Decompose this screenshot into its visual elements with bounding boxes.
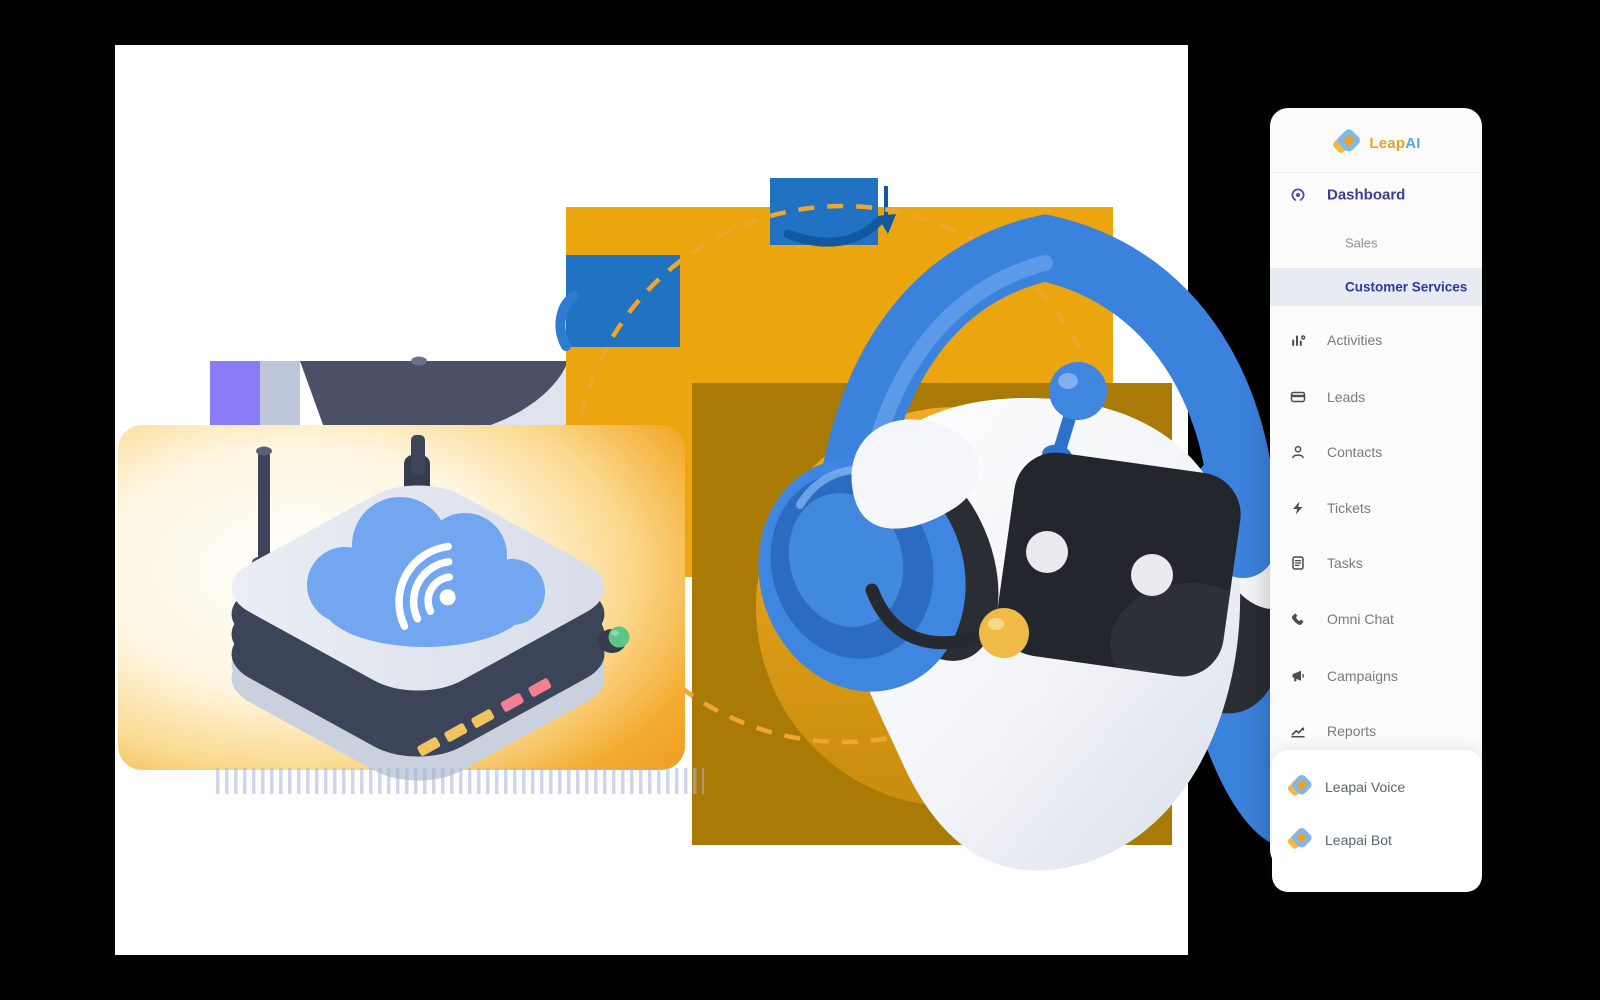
microphone-boom — [865, 583, 1029, 658]
antenna-right — [411, 435, 425, 475]
leapai-diamond-icon — [1333, 129, 1361, 153]
sidebar-item-label: Tasks — [1327, 555, 1363, 571]
router-led-lights — [417, 678, 552, 756]
sidebar-item-tickets[interactable]: Tickets — [1270, 493, 1482, 523]
sidebar-item-reports[interactable]: Reports — [1270, 716, 1482, 746]
sidebar-item-label: Customer Services — [1345, 279, 1468, 295]
trend-chart-icon — [1291, 727, 1305, 738]
sidebar-item-label: Omni Chat — [1327, 611, 1394, 627]
phone-handset-icon — [1292, 613, 1304, 625]
sidebar-item-contacts[interactable]: Contacts — [1270, 437, 1482, 467]
funnel-highlight-wedge — [462, 361, 568, 433]
leapai-diamond-icon — [1287, 827, 1312, 849]
sidebar-item-label: Sales — [1345, 235, 1378, 251]
sidebar-products-card: Leapai Voice Leapai Bot — [1272, 750, 1482, 892]
curved-arrow-icon — [783, 217, 883, 247]
left-ear-bracket — [851, 419, 980, 529]
grey-band — [260, 361, 300, 433]
arrow-head-icon — [877, 214, 896, 234]
sidebar-item-customer-services[interactable]: Customer Services — [1270, 268, 1482, 306]
sidebar-item-label: Leads — [1327, 389, 1366, 405]
sidebar-item-label: Campaigns — [1327, 668, 1398, 684]
person-icon — [1292, 445, 1304, 459]
left-eye — [1026, 531, 1068, 573]
striped-shadow — [212, 768, 704, 794]
router-power-button — [598, 626, 630, 653]
sidebar-item-label: Leapai Voice — [1325, 779, 1406, 795]
sidebar-item-leapai-bot[interactable]: Leapai Bot — [1272, 823, 1482, 857]
sidebar-item-label: Activities — [1327, 332, 1383, 348]
call-box — [566, 255, 680, 347]
megaphone-icon — [1292, 670, 1304, 682]
cloud-wifi-icon — [307, 497, 545, 647]
sidebar-item-leapai-voice[interactable]: Leapai Voice — [1272, 770, 1482, 804]
right-eye — [1131, 554, 1173, 596]
sidebar-divider — [1270, 172, 1482, 173]
gauge-icon — [1291, 188, 1305, 202]
sidebar-item-sales[interactable]: Sales — [1270, 228, 1482, 258]
microphone-tip — [979, 608, 1029, 658]
purple-block — [210, 361, 262, 433]
app-sidebar: LeapAI Dashboard Sales Customer Services… — [1270, 108, 1482, 868]
sidebar-item-campaigns[interactable]: Campaigns — [1270, 661, 1482, 691]
antenna-left — [258, 450, 270, 570]
sidebar-item-label: Leapai Bot — [1325, 832, 1392, 848]
sidebar-item-label: Dashboard — [1327, 186, 1406, 204]
sidebar-item-dashboard[interactable]: Dashboard — [1270, 180, 1482, 210]
sidebar-item-label: Reports — [1327, 723, 1377, 739]
sidebar-item-tasks[interactable]: Tasks — [1270, 548, 1482, 578]
sidebar-item-label: Contacts — [1327, 444, 1383, 460]
leapai-diamond-icon — [1287, 774, 1312, 796]
bar-chart-icon — [1292, 335, 1306, 346]
antenna-cap-nub — [411, 356, 427, 366]
brand-logo: LeapAI — [1270, 120, 1482, 166]
cable-hook-icon — [555, 291, 579, 351]
sidebar-item-leads[interactable]: Leads — [1270, 382, 1482, 412]
sidebar-item-label: Tickets — [1327, 500, 1371, 516]
cloud-wifi-router-illustration — [231, 435, 630, 781]
accent-boxes — [555, 178, 896, 351]
dark-funnel-shape — [300, 361, 568, 433]
sidebar-item-omni-chat[interactable]: Omni Chat — [1270, 604, 1482, 634]
lightning-icon — [1293, 501, 1303, 515]
clipboard-icon — [1292, 556, 1304, 570]
credit-card-icon — [1290, 391, 1306, 403]
sidebar-item-activities[interactable]: Activities — [1270, 325, 1482, 355]
brand-logo-text: LeapAI — [1369, 134, 1421, 152]
antenna-cap-left — [256, 446, 272, 456]
